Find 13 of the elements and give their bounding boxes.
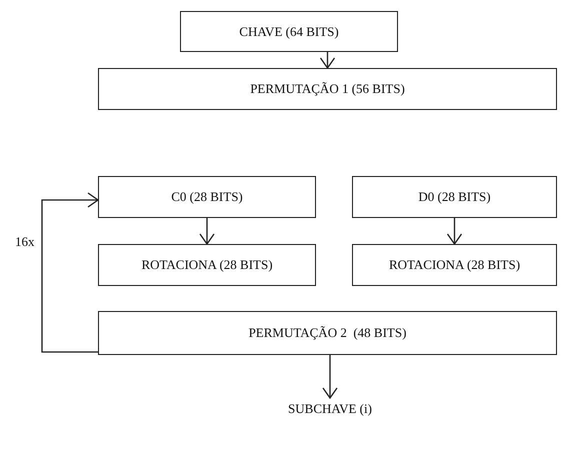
arrow xyxy=(446,218,462,245)
arrow xyxy=(199,218,215,245)
process-box: ROTACIONA (28 BITS) xyxy=(352,244,557,286)
process-box: CHAVE (64 BITS) xyxy=(180,11,398,52)
output-label: SUBCHAVE (i) xyxy=(280,398,380,420)
arrow xyxy=(322,355,338,399)
process-box: C0 (28 BITS) xyxy=(98,176,316,218)
process-box: PERMUTAÇÃO 1 (56 BITS) xyxy=(98,68,557,110)
arrow xyxy=(41,192,99,353)
process-box: PERMUTAÇÃO 2 (48 BITS) xyxy=(98,311,557,355)
process-box: ROTACIONA (28 BITS) xyxy=(98,244,316,286)
arrow xyxy=(320,52,336,69)
process-box: D0 (28 BITS) xyxy=(352,176,557,218)
